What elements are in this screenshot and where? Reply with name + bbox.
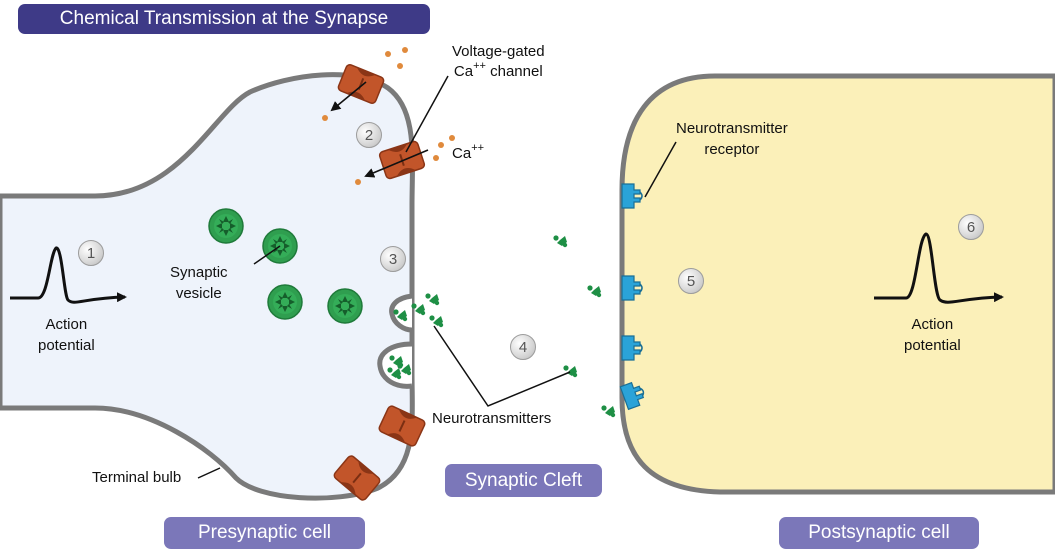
- synaptic-vesicle-line1: Synaptic: [170, 264, 228, 281]
- synaptic-vesicle-line2: vesicle: [175, 285, 222, 302]
- neurotransmitter-icon: [429, 315, 444, 328]
- synaptic-vesicle-icon: [208, 208, 244, 244]
- action-potential-pre-line2: potential: [38, 337, 95, 354]
- step-6-marker: 6: [958, 214, 984, 240]
- action-potential-waveform-icon: [10, 246, 127, 304]
- neurotransmitter-receptor-line2: receptor: [704, 141, 760, 158]
- postsynaptic-cell-banner: Postsynaptic cell: [779, 517, 979, 549]
- leader-lines: [197, 75, 677, 479]
- neurotransmitter-icon: [601, 405, 616, 418]
- postsynaptic-cell: [619, 73, 1055, 495]
- action-potential-waveform-icon: [874, 232, 1004, 304]
- ca-charge: ++: [473, 60, 486, 72]
- neurotransmitter-receptor-label: Neurotransmitter receptor: [676, 118, 788, 160]
- step-5-marker: 5: [678, 268, 704, 294]
- synaptic-vesicle-icon: [327, 288, 363, 324]
- ca-influx-arrow: [330, 81, 367, 112]
- presynaptic-terminal: [0, 72, 415, 501]
- voltage-gated-channel-label: Voltage-gated Ca++ channel: [452, 42, 545, 83]
- diagram-title: Chemical Transmission at the Synapse: [18, 4, 430, 34]
- neurotransmitter-icon: [587, 285, 602, 298]
- voltage-gated-line1: Voltage-gated: [452, 43, 545, 60]
- channel-text: channel: [485, 63, 543, 80]
- terminal-bulb-label: Terminal bulb: [92, 469, 182, 486]
- neurotransmitter-icon: [563, 365, 578, 378]
- ca-ion-charge: ++: [471, 142, 485, 154]
- synaptic-vesicle-label: Synaptic vesicle: [170, 262, 228, 304]
- step-3-marker: 3: [380, 246, 406, 272]
- step-4-marker: 4: [510, 334, 536, 360]
- synaptic-cleft-banner: Synaptic Cleft: [445, 464, 602, 497]
- action-potential-post-line1: Action: [911, 316, 954, 333]
- action-potential-post-line2: potential: [904, 337, 961, 354]
- ca-text: Ca: [453, 63, 474, 80]
- fusing-vesicle-lower: [377, 341, 413, 389]
- calcium-ions: [322, 47, 455, 185]
- neurotransmitter-receptor-line1: Neurotransmitter: [676, 120, 788, 137]
- ca-ion-text: Ca: [452, 145, 472, 162]
- neurotransmitters-label: Neurotransmitters: [432, 410, 552, 427]
- ca-ion-label: Ca++: [452, 142, 485, 162]
- presynaptic-cell-banner: Presynaptic cell: [164, 517, 365, 549]
- action-potential-pre-line1: Action: [45, 316, 88, 333]
- action-potential-pre-label: Action potential: [38, 314, 95, 356]
- voltage-gated-line2: Ca++ channel: [452, 60, 545, 83]
- neurotransmitter-icon: [553, 235, 568, 248]
- action-potential-post-label: Action potential: [904, 314, 961, 356]
- neurotransmitter-icon: [425, 293, 440, 306]
- step-2-marker: 2: [356, 122, 382, 148]
- ca-influx-arrow: [364, 149, 429, 178]
- step-1-marker: 1: [78, 240, 104, 266]
- synaptic-vesicle-icon: [267, 284, 303, 320]
